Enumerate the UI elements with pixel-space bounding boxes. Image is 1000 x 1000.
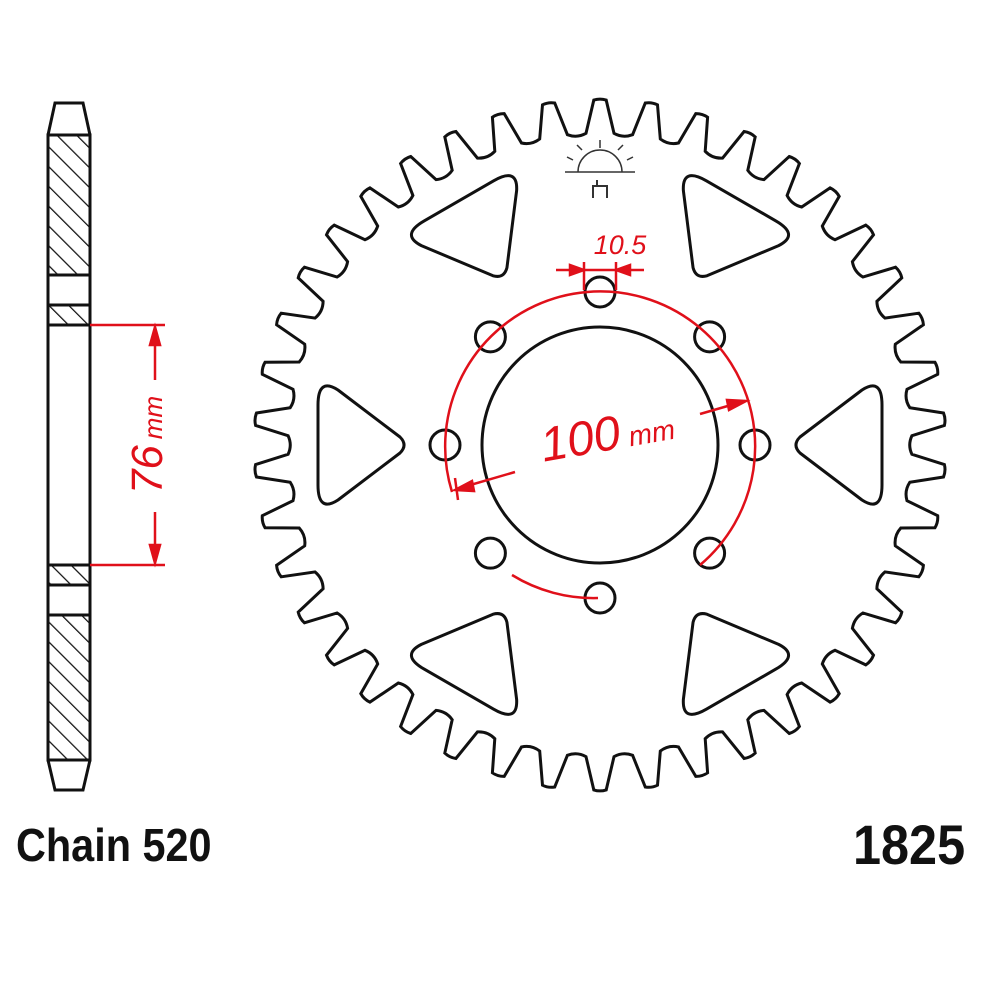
- bolt-circle-dimension: [443, 290, 757, 600]
- part-number-label: 1825: [853, 813, 966, 876]
- hub-width-dimension: [90, 322, 165, 568]
- sprocket-front-view: [253, 97, 947, 793]
- center-hub-bore: [480, 325, 720, 565]
- jt-logo: [565, 140, 635, 198]
- bolt-hole: [693, 320, 727, 354]
- svg-text:100mm: 100mm: [536, 397, 678, 473]
- lightening-window: [409, 612, 519, 716]
- lightening-window: [681, 174, 791, 278]
- bolt-hole: [473, 536, 507, 570]
- bolt-hole-label: 10.5: [594, 230, 648, 260]
- lightening-window: [409, 174, 519, 278]
- bolt-circle-label: 100mm: [536, 397, 678, 473]
- bolt-hole: [693, 536, 727, 570]
- svg-text:76mm: 76mm: [123, 396, 172, 494]
- bolt-hole-dimension: [556, 262, 644, 290]
- bolt-hole: [473, 320, 507, 354]
- lightening-window: [794, 384, 884, 506]
- chain-size-label: Chain 520: [16, 819, 212, 871]
- sprocket-teeth-outline: [253, 97, 947, 793]
- lightening-window: [681, 612, 791, 716]
- hub-width-label: 76mm: [123, 396, 172, 494]
- side-view: [46, 101, 92, 792]
- lightening-window: [316, 384, 406, 506]
